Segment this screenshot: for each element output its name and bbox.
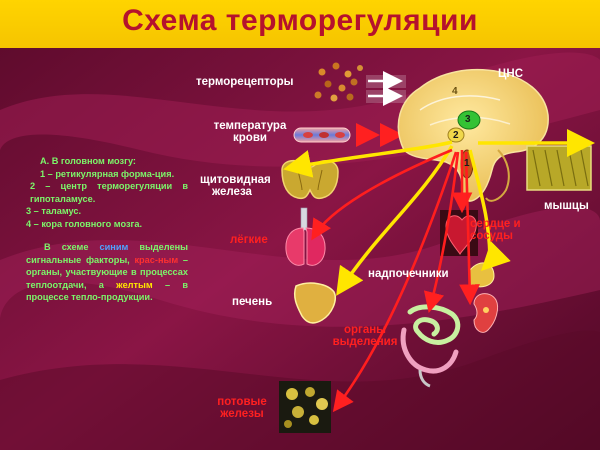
brain-icon — [397, 69, 549, 202]
liver-icon — [293, 282, 336, 324]
brain-number-2: 2 — [453, 130, 459, 141]
legend-word-blue: синим — [99, 242, 129, 252]
heat-loss-arrows — [311, 148, 480, 413]
blood-vessel-icon — [293, 127, 351, 143]
lungs-icon — [285, 207, 326, 266]
label-excretory-line1: органы — [343, 324, 386, 336]
legend-item-3: 3 – таламус. — [26, 206, 82, 216]
legend-text-part1: В схеме — [44, 242, 100, 252]
kidney-icon — [473, 293, 499, 333]
label-blood-temperature: температура крови — [204, 120, 296, 144]
title-bar: Схема терморегуляции — [0, 0, 600, 48]
label-thyroid-line1: щитовидная — [200, 174, 271, 186]
legend-word-red: крас-ным — [134, 254, 179, 265]
label-heart-line2: сосуды — [470, 230, 513, 242]
legend-text-part3: – органы, участвующие в процессах теплоо… — [26, 254, 188, 290]
label-thyroid-line2: железа — [212, 186, 252, 198]
receptor-arrows-icon — [366, 71, 406, 106]
intestines-icon — [400, 304, 461, 388]
label-muscles: мышцы — [544, 200, 589, 212]
page-title: Схема терморегуляции — [122, 4, 478, 37]
label-blood-temperature-line2: крови — [233, 132, 267, 144]
heat-production-arrows — [283, 129, 595, 296]
legend-text-part4: – в процессе тепло-продукции. — [26, 279, 188, 303]
label-heart-line1: сердце и — [470, 218, 521, 230]
legend-word-yellow: желтым — [116, 279, 153, 290]
label-cns: ЦНС — [498, 68, 524, 80]
legend-text-part2: выделены сигнальные факторы, — [26, 242, 188, 265]
muscles-icon — [526, 145, 592, 191]
thermoreceptors-icon — [314, 62, 363, 102]
legend: А. В головном мозгу: 1 – ретикулярная фо… — [26, 155, 188, 304]
label-thermoreceptors: терморецепторы — [196, 76, 294, 88]
brain-number-4: 4 — [452, 86, 458, 97]
legend-item-4: 4 – кора головного мозга. — [26, 218, 143, 229]
legend-color-explanation: В схеме синим выделены сигнальные фактор… — [26, 241, 188, 304]
label-sweat-line2: железы — [220, 408, 264, 420]
label-excretory-organs: органы выделения — [330, 324, 400, 348]
legend-item-1: 1 – ретикулярная форма-ция. — [40, 168, 175, 179]
legend-item-2: 2 – центр терморегуляции в гипоталамусе. — [30, 181, 188, 204]
label-heart-vessels: сердце и сосуды — [470, 218, 521, 242]
brain-number-1: 1 — [464, 158, 470, 169]
label-sweat-glands: потовые железы — [214, 396, 270, 420]
brain-number-3: 3 — [465, 114, 471, 125]
sweat-glands-icon — [279, 381, 331, 433]
label-adrenals: надпочечники — [368, 268, 449, 280]
label-liver: печень — [232, 296, 273, 308]
adrenal-glands-icon — [469, 262, 495, 288]
legend-heading: А. В головном мозгу: — [40, 156, 136, 166]
label-excretory-line2: выделения — [332, 336, 398, 348]
label-lungs: лёгкие — [230, 234, 268, 246]
label-sweat-line1: потовые — [217, 396, 267, 408]
label-blood-temperature-line1: температура — [213, 120, 287, 132]
label-thyroid: щитовидная железа — [200, 174, 271, 198]
